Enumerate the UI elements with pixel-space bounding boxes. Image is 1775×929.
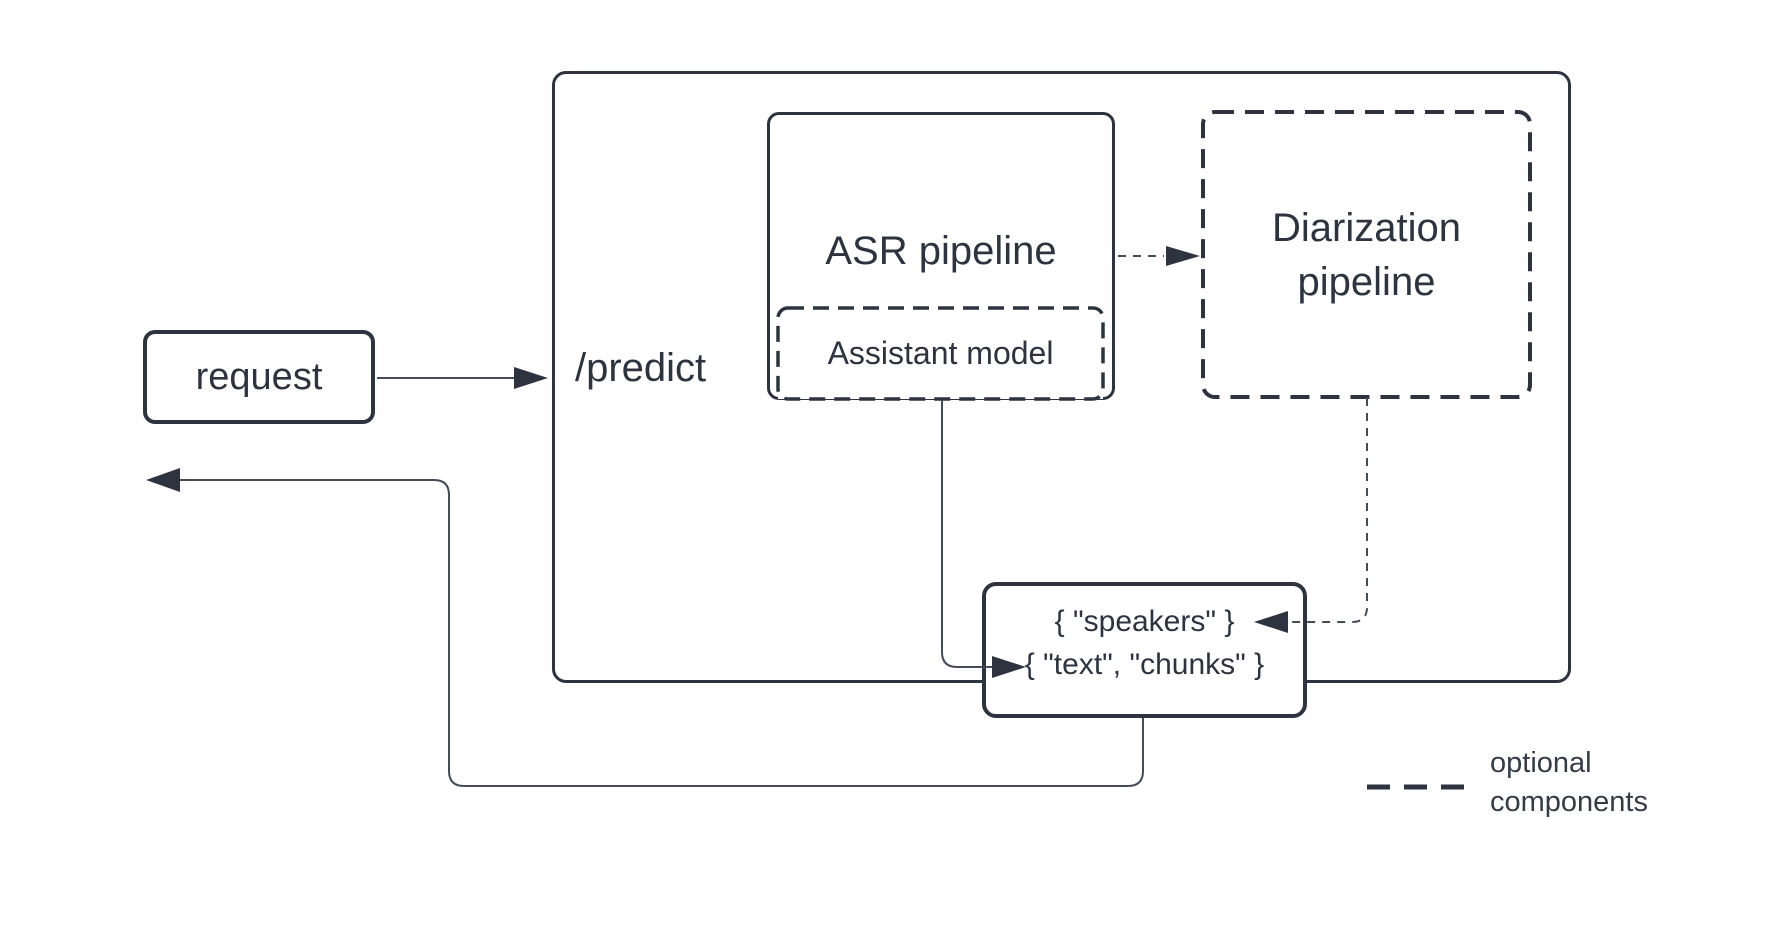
request-node-label: request [195, 355, 323, 398]
response-text-chunks-label: { "text", "chunks" } [1024, 648, 1265, 681]
response-node: { "speakers" } { "text", "chunks" } [982, 582, 1307, 718]
request-node: request [143, 330, 375, 424]
diarization-pipeline-label-line1: Diarization [1272, 205, 1461, 250]
predict-endpoint-label: /predict [575, 346, 707, 390]
diarization-pipeline-node: Diarization pipeline [1203, 112, 1530, 397]
diarization-pipeline-label-line2: pipeline [1297, 259, 1436, 304]
legend-label-line1: optional [1490, 747, 1592, 779]
assistant-model-node: Assistant model [778, 308, 1103, 399]
asr-pipeline-label: ASR pipeline [825, 229, 1057, 273]
assistant-model-label: Assistant model [827, 335, 1054, 371]
legend-optional-components: optional components [1490, 744, 1648, 822]
request-to-predict-arrowhead-icon [514, 367, 548, 389]
response-return-arrowhead-icon [146, 468, 180, 492]
legend-label-line2: components [1490, 786, 1648, 818]
response-speakers-label: { "speakers" } [1054, 605, 1235, 638]
